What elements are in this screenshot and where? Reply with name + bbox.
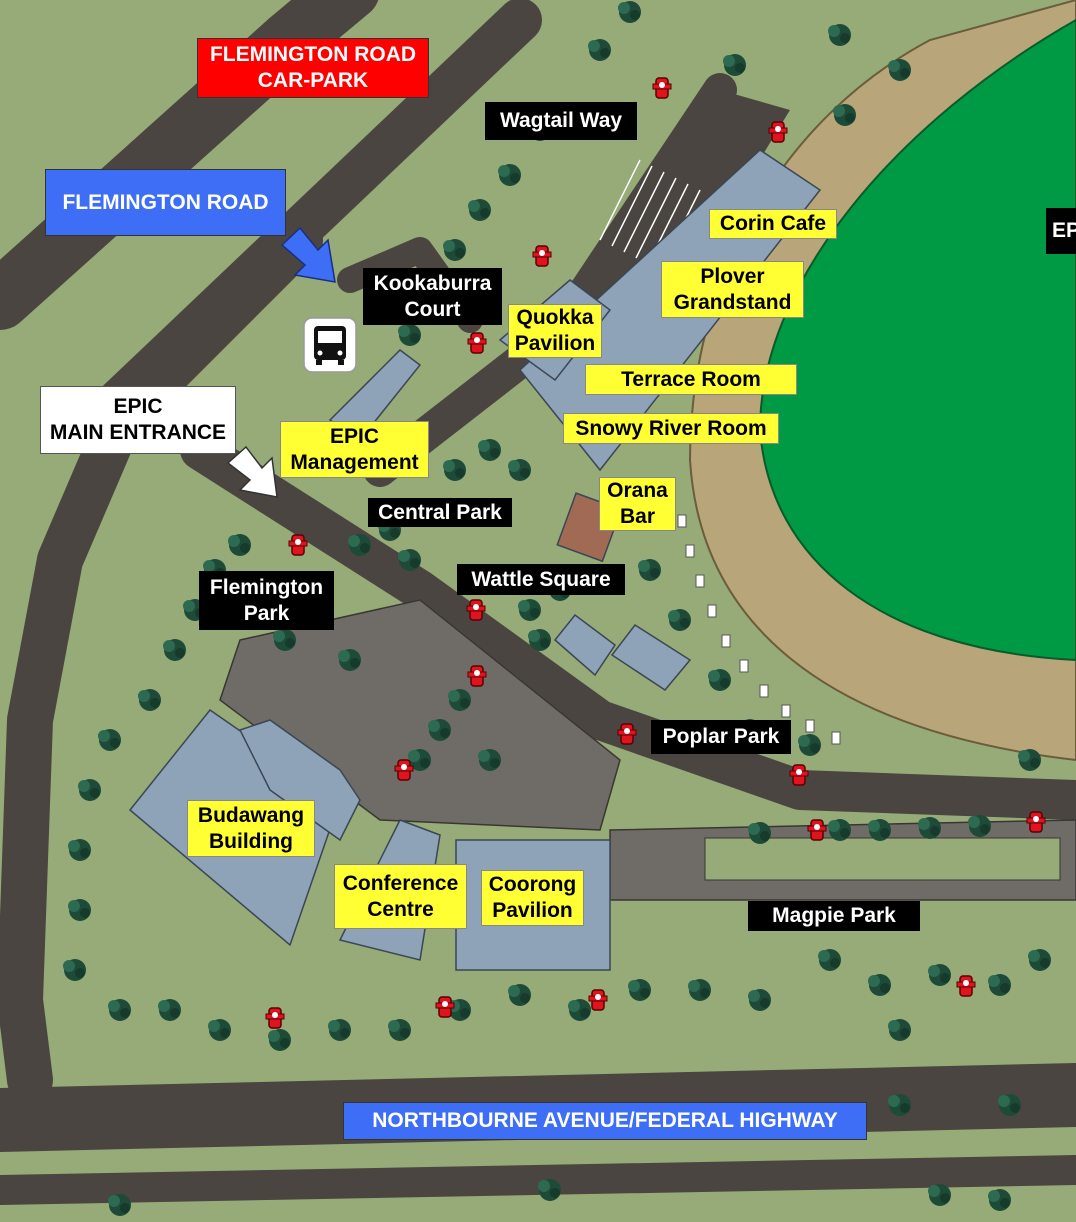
wattle-building-2 [610, 623, 692, 691]
coorong-pavilion-label: Coorong Pavilion [481, 870, 584, 926]
fire-hydrant-icon [265, 1007, 285, 1029]
fire-hydrant-icon [807, 819, 827, 841]
epic-management-label: EPIC Management [280, 421, 429, 478]
fire-hydrant-icon [288, 534, 308, 556]
orana-bar-label: Orana Bar [599, 477, 676, 531]
magpie-lawn [704, 837, 1061, 881]
fire-hydrant-icon [435, 996, 455, 1018]
fire-hydrant-icon [467, 332, 487, 354]
fire-hydrant-icon [532, 245, 552, 267]
budawang-building-label: Budawang Building [187, 800, 315, 857]
fire-hydrant-icon [652, 77, 672, 99]
fire-hydrant-icon [789, 764, 809, 786]
wagtail-way-label: Wagtail Way [485, 102, 637, 140]
bus-icon [303, 317, 357, 373]
plover-grandstand-label: Plover Grandstand [661, 261, 804, 318]
conference-centre-label: Conference Centre [334, 864, 467, 929]
parking-lines [599, 159, 701, 271]
budawang-roof [238, 719, 361, 842]
arrow-icon [226, 445, 278, 498]
kookaburra-court-label: Kookaburra Court [363, 268, 502, 325]
corin-cafe-label: Corin Cafe [709, 209, 837, 239]
fire-hydrant-icon [467, 665, 487, 687]
northbourne-lower [0, 1155, 1076, 1205]
grandstand-car-park [560, 90, 790, 340]
wattle-square-label: Wattle Square [457, 564, 625, 595]
flemington-road-label: FLEMINGTON ROAD [45, 169, 286, 236]
fence-markers [677, 514, 841, 745]
fire-hydrant-icon [1026, 811, 1046, 833]
wattle-building-1 [553, 613, 617, 677]
fire-hydrant-icon [956, 975, 976, 997]
fire-hydrant-icon [617, 723, 637, 745]
quokka-pavilion-label: Quokka Pavilion [508, 304, 602, 358]
snowy-river-room-label: Snowy River Room [563, 413, 779, 444]
epic-main-entrance-label: EPIC MAIN ENTRANCE [40, 386, 236, 454]
northbourne-avenue-label: NORTHBOURNE AVENUE/FEDERAL HIGHWAY [343, 1102, 867, 1140]
flemington-road-car-park-label: FLEMINGTON ROAD CAR-PARK [197, 38, 429, 98]
fire-hydrant-icon [768, 121, 788, 143]
arrow-icon [280, 226, 336, 283]
edge-label: EP [1046, 208, 1076, 254]
central-park-label: Central Park [368, 498, 512, 527]
flemington-park-label: Flemington Park [199, 571, 334, 630]
terrace-room-label: Terrace Room [585, 364, 797, 395]
magpie-park-label: Magpie Park [748, 901, 920, 931]
fire-hydrant-icon [394, 759, 414, 781]
poplar-park-label: Poplar Park [651, 720, 791, 754]
fire-hydrant-icon [588, 989, 608, 1011]
fire-hydrant-icon [466, 599, 486, 621]
central-road [180, 430, 1076, 820]
